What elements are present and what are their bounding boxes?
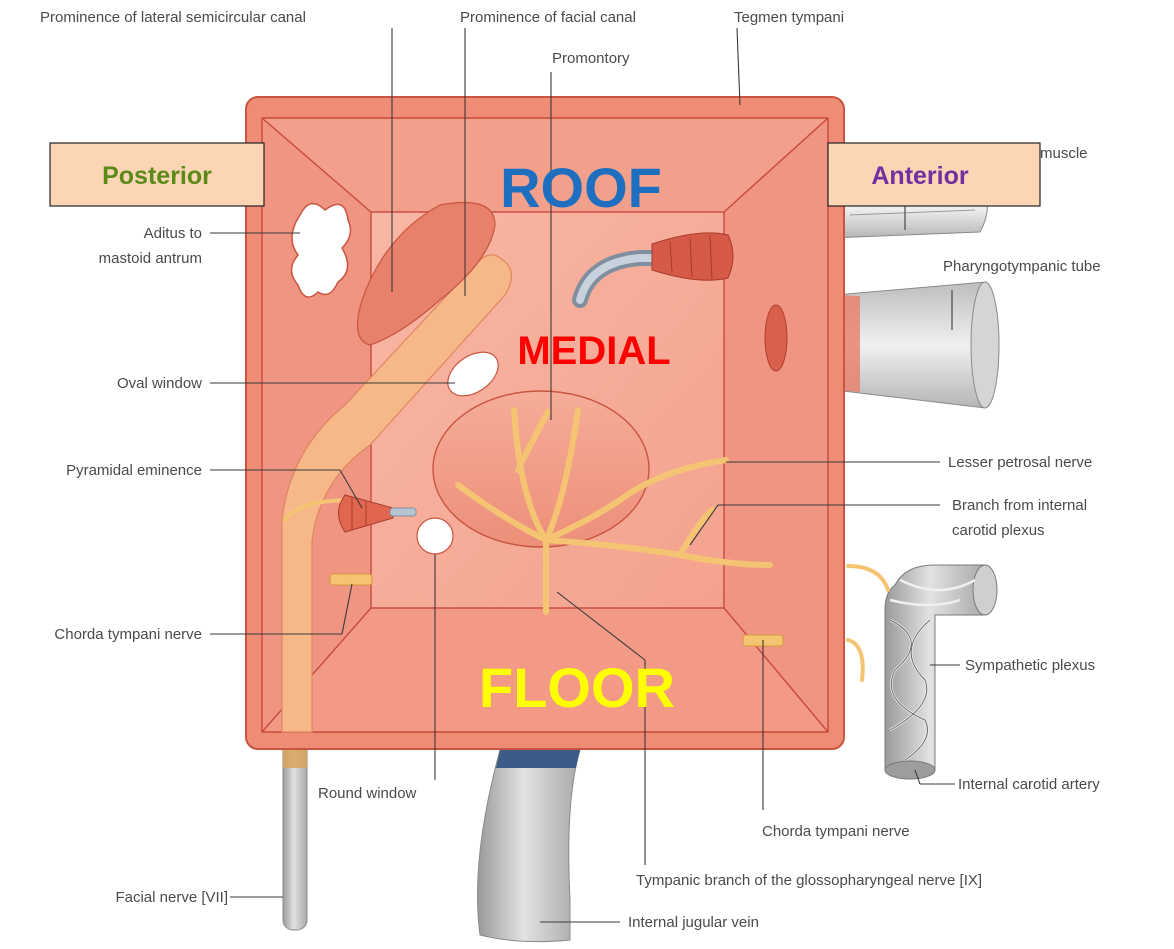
label-chorda-right: Chorda tympani nerve [762, 823, 910, 840]
label-ijv: Internal jugular vein [628, 914, 759, 931]
chorda-tympani-left [330, 574, 372, 585]
label-pyramidal: Pyramidal eminence [66, 462, 202, 479]
posterior-tag: Posterior [50, 143, 264, 206]
anterior-label: Anterior [871, 162, 969, 190]
label-aditus-2: mastoid antrum [99, 250, 202, 267]
label-lateral-canal: Prominence of lateral semicircular canal [40, 9, 306, 26]
label-tympanic-branch: Tympanic branch of the glossopharyngeal … [636, 872, 982, 889]
medial-label: MEDIAL [517, 329, 670, 373]
label-promontory: Promontory [552, 50, 630, 67]
label-ica: Internal carotid artery [958, 776, 1100, 793]
label-facial-canal: Prominence of facial canal [460, 9, 636, 26]
label-lesser-petrosal: Lesser petrosal nerve [948, 454, 1092, 471]
label-aditus-1: Aditus to [144, 225, 202, 242]
label-muscle: muscle [1040, 145, 1088, 162]
label-sympathetic: Sympathetic plexus [965, 657, 1095, 674]
floor-label: FLOOR [479, 656, 675, 719]
posterior-label: Posterior [102, 162, 212, 190]
label-tegmen: Tegmen tympani [734, 9, 844, 26]
internal-jugular-vein [478, 750, 581, 942]
anterior-tag: Anterior [828, 143, 1040, 206]
label-branch-ica-2: carotid plexus [952, 522, 1045, 539]
label-oval-window: Oval window [117, 375, 202, 392]
pharyngotympanic-tube [835, 282, 999, 408]
facial-nerve-exit [283, 740, 307, 930]
caroticotympanic-nerve-2 [848, 640, 863, 680]
caroticotympanic-nerve-1 [848, 566, 888, 590]
promontory [433, 391, 649, 547]
label-round-window: Round window [318, 785, 417, 802]
round-window [417, 518, 453, 554]
tensor-tympani-belly [652, 233, 733, 280]
label-facial-nerve: Facial nerve [VII] [115, 889, 228, 906]
tube-opening [765, 305, 787, 371]
label-branch-ica-1: Branch from internal [952, 497, 1087, 514]
roof-label: ROOF [500, 156, 662, 219]
label-pharyngotympanic: Pharyngotympanic tube [943, 258, 1101, 275]
label-chorda-left: Chorda tympani nerve [54, 626, 202, 643]
